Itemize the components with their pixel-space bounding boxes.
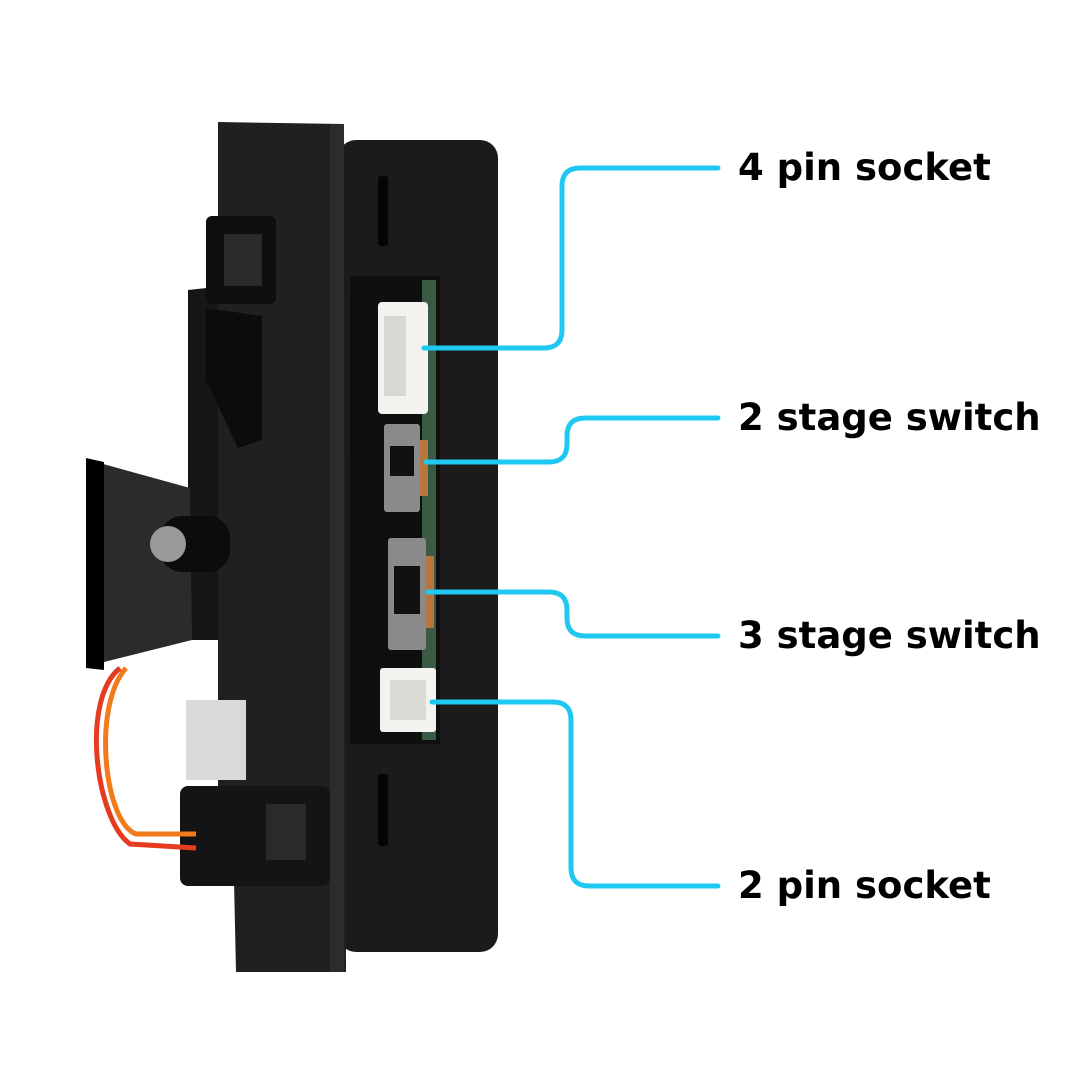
housing-shade bbox=[206, 308, 262, 448]
bottom-clip-inner bbox=[266, 804, 306, 860]
chrome-plate bbox=[186, 700, 246, 780]
two-stage-switch-knob bbox=[390, 446, 414, 476]
top-clip-inner bbox=[224, 234, 262, 286]
slot-bottom bbox=[378, 774, 388, 846]
two-pin-socket-inner bbox=[390, 680, 426, 720]
four-pin-socket-window bbox=[384, 316, 406, 396]
leader-two-stage-switch bbox=[423, 415, 721, 465]
leader-two-pin-socket bbox=[429, 699, 721, 889]
leader-three-stage-switch bbox=[425, 589, 721, 639]
coil-rim bbox=[86, 458, 104, 670]
label-two-pin-socket: 2 pin socket bbox=[738, 864, 991, 907]
wire-red bbox=[93, 666, 197, 851]
wire-orange bbox=[103, 666, 196, 837]
label-three-stage-switch: 3 stage switch bbox=[738, 614, 1041, 657]
slot-top bbox=[378, 176, 388, 246]
housing-edge bbox=[330, 124, 344, 972]
three-stage-switch-knob bbox=[394, 566, 420, 614]
coil-cover bbox=[96, 462, 192, 664]
label-two-stage-switch: 2 stage switch bbox=[738, 396, 1041, 439]
label-four-pin-socket: 4 pin socket bbox=[738, 146, 991, 189]
two-stage-switch-contacts bbox=[420, 440, 428, 496]
leader-four-pin-socket bbox=[421, 165, 721, 351]
axle-cap bbox=[150, 526, 186, 562]
